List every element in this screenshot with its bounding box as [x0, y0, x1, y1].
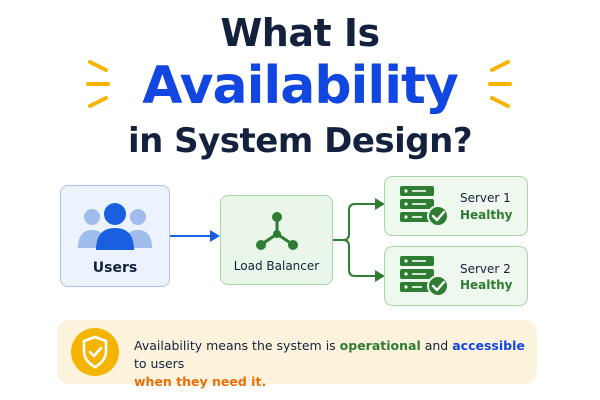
load-balancer-label: Load Balancer — [233, 259, 320, 273]
server-check-icon — [400, 256, 449, 297]
right-spark-icon — [488, 60, 512, 108]
title-line-2: Availability — [142, 56, 459, 116]
callout-highlight-when-needed: when they need it. — [134, 374, 267, 389]
callout-text: Availability means the system is operati… — [134, 337, 534, 391]
load-balancer-node — [220, 195, 333, 285]
title-line-3: in System Design? — [127, 121, 473, 161]
users-to-lb-arrow — [170, 230, 220, 242]
server-2-status: Healthy — [460, 278, 513, 292]
server-check-icon — [400, 186, 449, 227]
callout-text-part-1: Availability means the system is — [134, 338, 340, 353]
callout-text-part-3: to users — [134, 356, 185, 371]
lb-to-servers-arrows — [333, 198, 385, 282]
server-1-status: Healthy — [460, 208, 513, 222]
callout-highlight-accessible: accessible — [452, 338, 525, 353]
server-2-name: Server 2 — [460, 262, 511, 276]
title-line-1: What Is — [220, 11, 380, 55]
callout-text-part-2: and — [420, 338, 453, 353]
server-1-name: Server 1 — [460, 191, 511, 205]
callout-highlight-operational: operational — [339, 338, 421, 353]
left-spark-icon — [86, 60, 110, 108]
users-label: Users — [92, 260, 138, 276]
network-node-icon — [256, 212, 298, 250]
shield-check-icon — [71, 328, 119, 376]
definition-callout — [57, 320, 537, 384]
users-icon — [78, 203, 152, 250]
